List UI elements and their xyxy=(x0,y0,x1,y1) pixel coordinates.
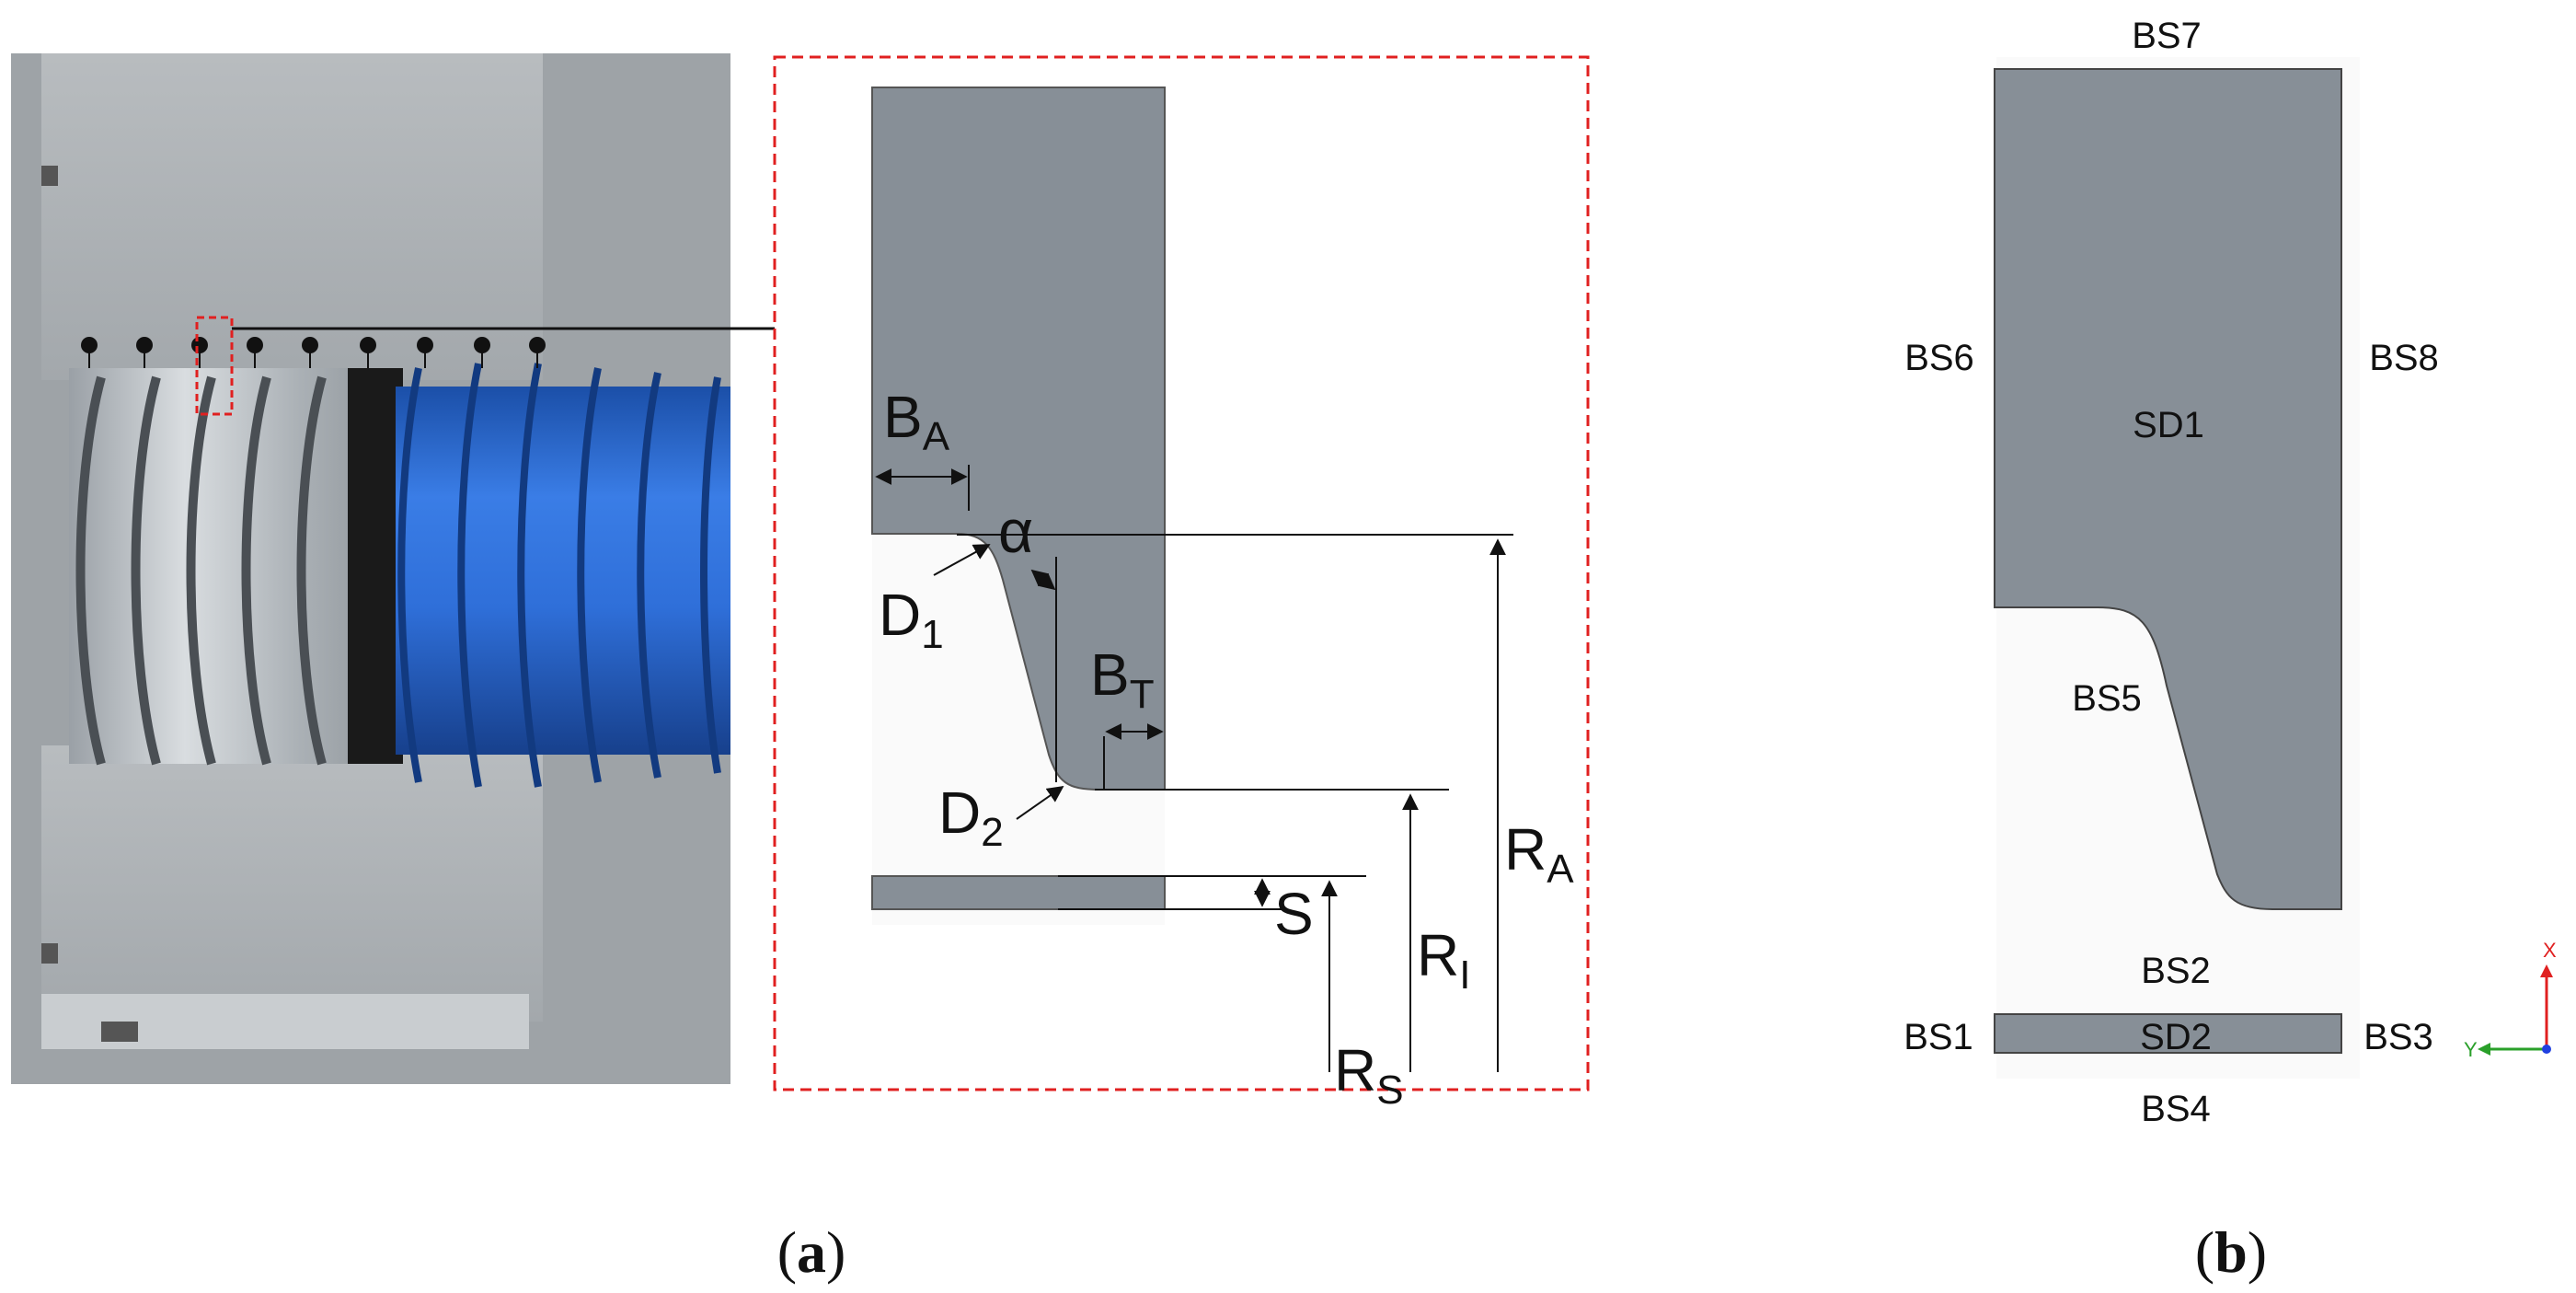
label-bs2: BS2 xyxy=(2141,951,2211,991)
label-bs5: BS5 xyxy=(2072,678,2142,719)
label-bs3: BS3 xyxy=(2363,1017,2433,1057)
sensor-stems xyxy=(88,345,538,368)
axis-triad: X Y xyxy=(2464,939,2557,1061)
simulation-domain xyxy=(1994,57,2360,1079)
label-b-t: BT xyxy=(1090,641,1155,717)
base-notch xyxy=(101,1022,138,1042)
label-r-a: RA xyxy=(1504,816,1574,892)
photo-panel xyxy=(11,53,775,1084)
mould-cavity xyxy=(69,368,400,764)
caption-b: (b) xyxy=(2195,1219,2267,1285)
label-bs8: BS8 xyxy=(2369,338,2439,378)
label-r-s: RS xyxy=(1334,1037,1404,1113)
label-bs7: BS7 xyxy=(2132,16,2202,56)
cavity-ribs xyxy=(75,375,327,766)
label-alpha: α xyxy=(998,497,1033,565)
slit-plate xyxy=(871,875,1166,910)
label-sd2: SD2 xyxy=(2140,1017,2212,1057)
black-hose-section xyxy=(348,368,403,764)
caption-a: (a) xyxy=(777,1219,846,1285)
label-d2: D2 xyxy=(938,779,1004,855)
label-bs6: BS6 xyxy=(1904,338,1974,378)
detail-marker xyxy=(195,316,234,416)
lower-mould-block xyxy=(41,745,543,1022)
axis-label-x: X xyxy=(2543,939,2557,962)
axis-label-y: Y xyxy=(2464,1038,2478,1061)
dimension-lines xyxy=(875,465,1513,1072)
label-s: S xyxy=(1274,881,1314,947)
label-d1: D1 xyxy=(879,582,944,657)
detail-section xyxy=(871,87,1166,925)
label-bs4: BS4 xyxy=(2141,1089,2211,1129)
upper-mould-block xyxy=(41,53,543,380)
subdomain-sd1-shape xyxy=(1994,68,2342,910)
boundary-labels: BS7 BS6 BS8 SD1 BS5 BS2 BS1 SD2 BS3 BS4 xyxy=(1903,16,2439,1129)
label-r-i: RI xyxy=(1417,922,1470,998)
label-sd1: SD1 xyxy=(2133,405,2204,445)
side-notch-top xyxy=(41,166,58,186)
label-b-a: BA xyxy=(883,384,950,459)
side-notch-bottom xyxy=(41,943,58,964)
label-bs1: BS1 xyxy=(1903,1017,1973,1057)
blue-hose xyxy=(396,363,730,788)
dimension-labels: BA α D1 BT D2 S RI RS RA xyxy=(879,384,1574,1113)
subdomain-sd2-shape xyxy=(1994,1013,2342,1054)
